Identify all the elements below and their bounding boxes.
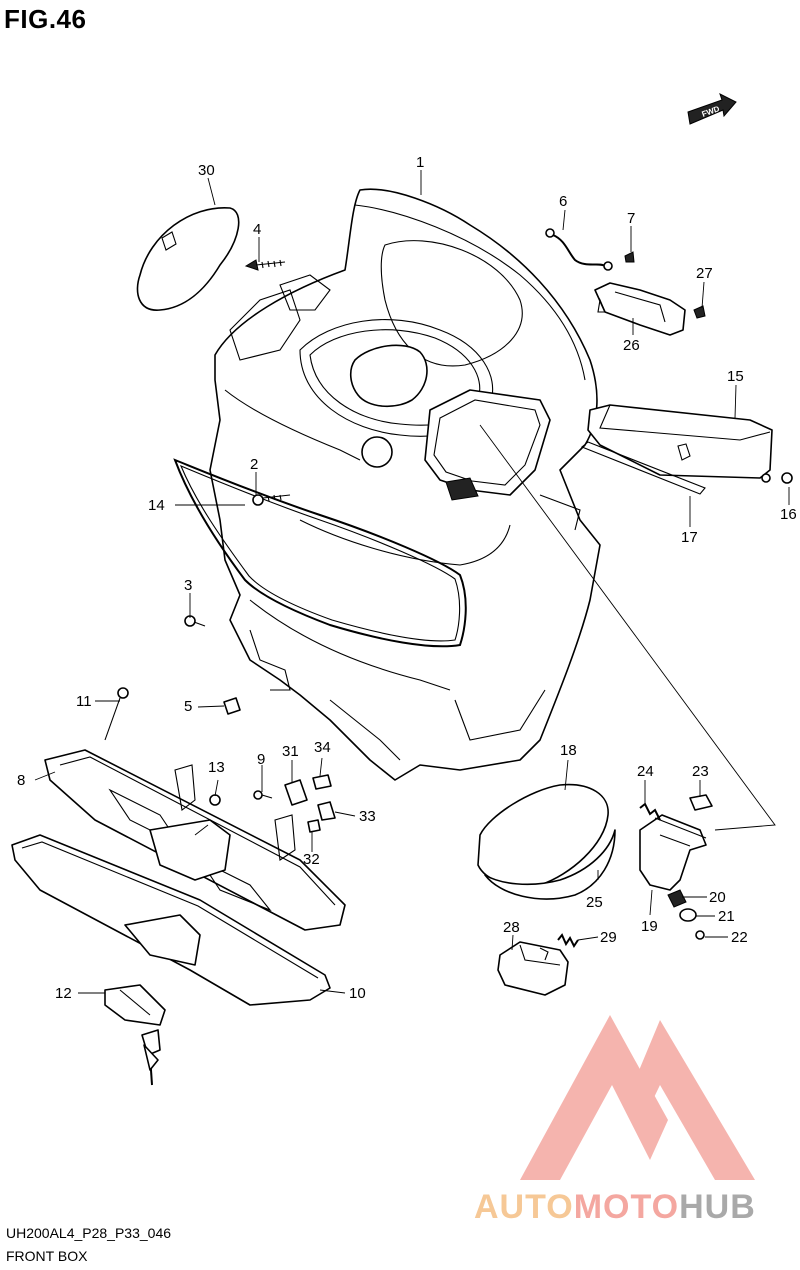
part-4-screw bbox=[244, 259, 286, 271]
callout-12: 12 bbox=[55, 985, 72, 1002]
callout-24: 24 bbox=[637, 763, 654, 780]
figure-title: FIG.46 bbox=[4, 4, 87, 34]
callout-23: 23 bbox=[692, 763, 709, 780]
callout-13: 13 bbox=[208, 759, 225, 776]
part-8-inner-lid bbox=[44, 749, 346, 931]
callout-22: 22 bbox=[731, 929, 748, 946]
part-19-hinge bbox=[639, 814, 707, 891]
automotohub-watermark: AUTOMOTOHUB bbox=[474, 1188, 756, 1227]
callout-11: 11 bbox=[76, 693, 92, 710]
part-9-screw bbox=[253, 790, 273, 800]
part-6-cable bbox=[545, 228, 613, 271]
part-28-latch bbox=[497, 941, 569, 996]
callout-33: 33 bbox=[359, 808, 376, 825]
callout-32: 32 bbox=[303, 851, 320, 868]
callout-25: 25 bbox=[586, 894, 603, 911]
part-31-clip bbox=[284, 779, 308, 806]
part-14-seal bbox=[173, 458, 467, 648]
part-13-screw bbox=[209, 794, 221, 806]
callout-31: 31 bbox=[282, 743, 299, 760]
callout-19: 19 bbox=[641, 918, 658, 935]
callout-2: 2 bbox=[250, 456, 259, 473]
callout-18: 18 bbox=[560, 742, 577, 759]
automotohub-logo bbox=[520, 1015, 755, 1180]
callout-6: 6 bbox=[559, 193, 568, 210]
part-11-screw bbox=[104, 687, 129, 741]
part-26-bracket bbox=[594, 282, 686, 336]
part-22-screw bbox=[695, 930, 705, 940]
part-32-pad bbox=[307, 819, 321, 833]
leader-lines bbox=[34, 170, 790, 994]
watermark-hub: HUB bbox=[679, 1188, 756, 1226]
callout-29: 29 bbox=[600, 929, 617, 946]
part-34-pad bbox=[312, 774, 332, 790]
callout-3: 3 bbox=[184, 577, 193, 594]
callout-21: 21 bbox=[718, 908, 735, 925]
watermark-moto: MOTO bbox=[573, 1188, 680, 1226]
part-15-cover bbox=[587, 404, 773, 479]
figure-code: UH200AL4_P28_P33_046 bbox=[6, 1225, 172, 1241]
callout-14: 14 bbox=[148, 497, 165, 514]
callout-7: 7 bbox=[627, 210, 636, 227]
part-17-rod bbox=[580, 441, 706, 495]
part-20-nut bbox=[667, 889, 687, 908]
callout-1: 1 bbox=[416, 154, 425, 171]
callout-4: 4 bbox=[253, 221, 262, 238]
part-29-spring bbox=[557, 933, 579, 948]
part-3-screw bbox=[184, 615, 206, 627]
callout-15: 15 bbox=[727, 368, 744, 385]
watermark-auto: AUTO bbox=[474, 1188, 574, 1226]
callout-17: 17 bbox=[681, 529, 698, 546]
part-12-lock bbox=[104, 984, 166, 1086]
part-7-screw bbox=[624, 251, 635, 263]
part-2-screw bbox=[252, 494, 291, 506]
callout-30: 30 bbox=[198, 162, 215, 179]
callout-27: 27 bbox=[696, 265, 713, 282]
part-21-washer bbox=[679, 908, 697, 922]
part-1-front-box bbox=[209, 188, 601, 781]
callout-10: 10 bbox=[349, 985, 366, 1002]
part-16-screw bbox=[761, 472, 793, 484]
part-30-lid bbox=[136, 207, 240, 311]
part-10-lid bbox=[11, 834, 331, 1006]
callout-8: 8 bbox=[17, 772, 26, 789]
callout-9: 9 bbox=[257, 751, 266, 768]
callout-26: 26 bbox=[623, 337, 640, 354]
part-23-rubber bbox=[689, 794, 713, 811]
callout-34: 34 bbox=[314, 739, 331, 756]
callout-5: 5 bbox=[184, 698, 193, 715]
part-18-box bbox=[477, 783, 616, 900]
callout-28: 28 bbox=[503, 919, 520, 936]
part-5-nut bbox=[223, 697, 241, 715]
part-33-clip bbox=[317, 801, 336, 821]
fwd-arrow-icon: FWD bbox=[687, 93, 737, 125]
callout-16: 16 bbox=[780, 506, 797, 523]
part-27-screw bbox=[693, 305, 706, 319]
part-24-spring bbox=[639, 802, 661, 821]
figure-name: FRONT BOX bbox=[6, 1248, 88, 1264]
callout-20: 20 bbox=[709, 889, 726, 906]
